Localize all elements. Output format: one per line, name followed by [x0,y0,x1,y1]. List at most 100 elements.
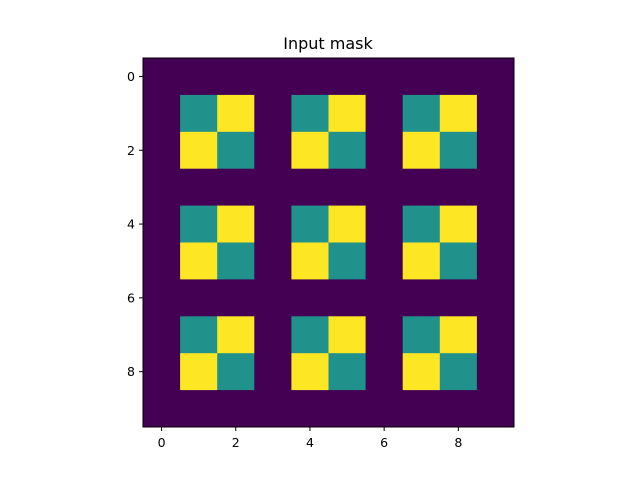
heatmap-cell [254,58,292,96]
heatmap-cell [143,242,181,280]
heatmap-cell [439,168,478,206]
heatmap-cell [402,94,441,133]
heatmap-cell [143,131,181,170]
heatmap-cell [476,316,515,354]
heatmap-cell [180,242,218,280]
heatmap-cell [217,94,255,133]
heatmap-cell [402,242,441,280]
heatmap-cell [328,242,366,280]
heatmap-cell [365,279,404,317]
heatmap-cell [291,168,329,206]
heatmap-cell [365,316,404,354]
heatmap-cell [402,316,441,354]
heatmap-cell [143,94,181,133]
heatmap-cell [328,390,366,428]
heatmap-cell [291,242,329,280]
x-tick-label: 4 [306,435,314,450]
heatmap-cell [328,353,366,391]
heatmap-cell [291,353,329,391]
heatmap-cell [291,58,329,96]
x-tick-label: 6 [380,435,388,450]
heatmap-cell [365,353,404,391]
heatmap-cell [254,316,292,354]
heatmap-cell [291,316,329,354]
y-tick-label: 8 [127,364,135,379]
heatmap-cell [291,390,329,428]
heatmap-cell [143,279,181,317]
plot-frame [142,57,515,428]
heatmap-cell [402,205,441,243]
heatmap-cell [328,168,366,206]
heatmap-cell [365,94,404,133]
heatmap-cell [217,168,255,206]
heatmap-cell [143,58,181,96]
heatmap-cell [143,168,181,206]
heatmap-cell [217,58,255,96]
heatmap-cell [217,279,255,317]
heatmap-cell [291,131,329,170]
heatmap-cell [476,168,515,206]
heatmap-cell [180,279,218,317]
heatmap-cell [217,205,255,243]
chart-title: Input mask [283,34,373,53]
heatmap-cell [180,168,218,206]
x-tick-label: 0 [158,435,166,450]
y-tick-label: 2 [127,143,135,158]
heatmap-cell [254,205,292,243]
heatmap-cell [402,131,441,170]
heatmap-cell [476,58,515,96]
heatmap-cell [254,242,292,280]
heatmap-cell [439,205,478,243]
heatmap-cell [476,390,515,428]
x-tick-label: 8 [454,435,462,450]
heatmap-cell [476,242,515,280]
heatmap-cell [365,58,404,96]
heatmap-cell [365,168,404,206]
heatmap-cell [328,58,366,96]
heatmap-cell [402,168,441,206]
heatmap-cell [328,131,366,170]
heatmap-cell [180,205,218,243]
heatmap-cell [439,279,478,317]
heatmap-cell [143,390,181,428]
heatmap-cell [291,205,329,243]
heatmap-cell [439,353,478,391]
heatmap-cell [217,353,255,391]
heatmap-cell [143,353,181,391]
heatmap-cell [254,168,292,206]
heatmap-cell [365,390,404,428]
heatmap-cell [365,205,404,243]
heatmap-cell [180,390,218,428]
heatmap-cell [439,131,478,170]
heatmap-cells [143,58,515,428]
heatmap-cell [328,316,366,354]
heatmap-cell [254,353,292,391]
heatmap-cell [254,94,292,133]
heatmap-cell [217,242,255,280]
y-tick-label: 4 [127,217,135,232]
heatmap-cell [180,353,218,391]
heatmap-cell [439,316,478,354]
heatmap-cell [402,58,441,96]
heatmap-cell [254,390,292,428]
heatmap-cell [476,279,515,317]
heatmap-cell [476,94,515,133]
heatmap-cell [439,390,478,428]
heatmap-cell [328,205,366,243]
heatmap-cell [476,131,515,170]
heatmap-cell [328,94,366,133]
heatmap-cell [402,279,441,317]
heatmap-cell [439,242,478,280]
heatmap-cell [254,131,292,170]
heatmap-cell [217,316,255,354]
heatmap-cell [402,390,441,428]
heatmap-cell [254,279,292,317]
heatmap-cell [180,94,218,133]
heatmap-cell [143,205,181,243]
heatmap-cell [180,131,218,170]
heatmap-cell [439,94,478,133]
heatmap-cell [180,316,218,354]
heatmap-cell [476,353,515,391]
